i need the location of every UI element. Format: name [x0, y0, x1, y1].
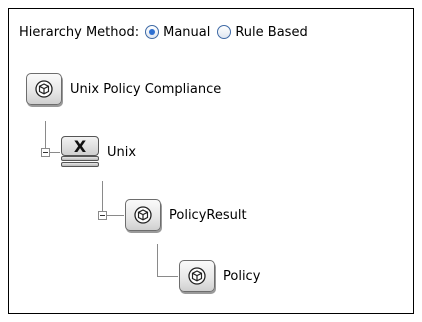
tree-node-policyresult[interactable]: PolicyResult — [125, 199, 247, 231]
tree-line — [157, 276, 178, 277]
tree-node-root[interactable]: Unix Policy Compliance — [26, 73, 221, 105]
tree-node-unix[interactable]: X Unix — [61, 136, 136, 168]
tree-line — [102, 181, 103, 216]
tree-line — [50, 152, 60, 153]
tree-line — [157, 244, 158, 276]
tree-node-label: Unix Policy Compliance — [70, 81, 222, 97]
cube-glyph-icon — [35, 80, 53, 98]
unix-stack-icon[interactable]: X — [61, 136, 99, 168]
rule-based-radio[interactable] — [217, 25, 232, 39]
collapse-toggle-unix[interactable] — [41, 148, 50, 157]
tree-line — [45, 121, 46, 153]
manual-radio[interactable] — [145, 25, 160, 39]
tree-node-label: Policy — [223, 268, 261, 284]
tree-node-label: PolicyResult — [169, 207, 247, 223]
manual-radio-label: Manual — [163, 24, 211, 40]
ci-cube-icon[interactable] — [125, 199, 161, 231]
ci-cube-icon[interactable] — [26, 73, 62, 105]
rule-based-radio-label: Rule Based — [235, 24, 308, 40]
unix-x-icon: X — [61, 136, 99, 156]
tree-node-policy[interactable]: Policy — [179, 260, 260, 292]
ci-cube-icon[interactable] — [179, 260, 215, 292]
rule-based-radio-option[interactable]: Rule Based — [217, 24, 308, 40]
hierarchy-panel: Hierarchy Method: Manual Rule Based Unix… — [8, 8, 414, 314]
tree-line — [107, 215, 124, 216]
stack-layer — [61, 162, 99, 167]
hierarchy-method-label: Hierarchy Method: — [19, 24, 140, 40]
stack-layer — [61, 156, 99, 161]
hierarchy-method-row: Hierarchy Method: Manual Rule Based — [19, 23, 315, 41]
tree-node-label: Unix — [107, 144, 137, 160]
cube-glyph-icon — [134, 206, 152, 224]
manual-radio-option[interactable]: Manual — [145, 25, 210, 40]
cube-glyph-icon — [188, 267, 206, 285]
collapse-toggle-policyresult[interactable] — [98, 211, 107, 220]
